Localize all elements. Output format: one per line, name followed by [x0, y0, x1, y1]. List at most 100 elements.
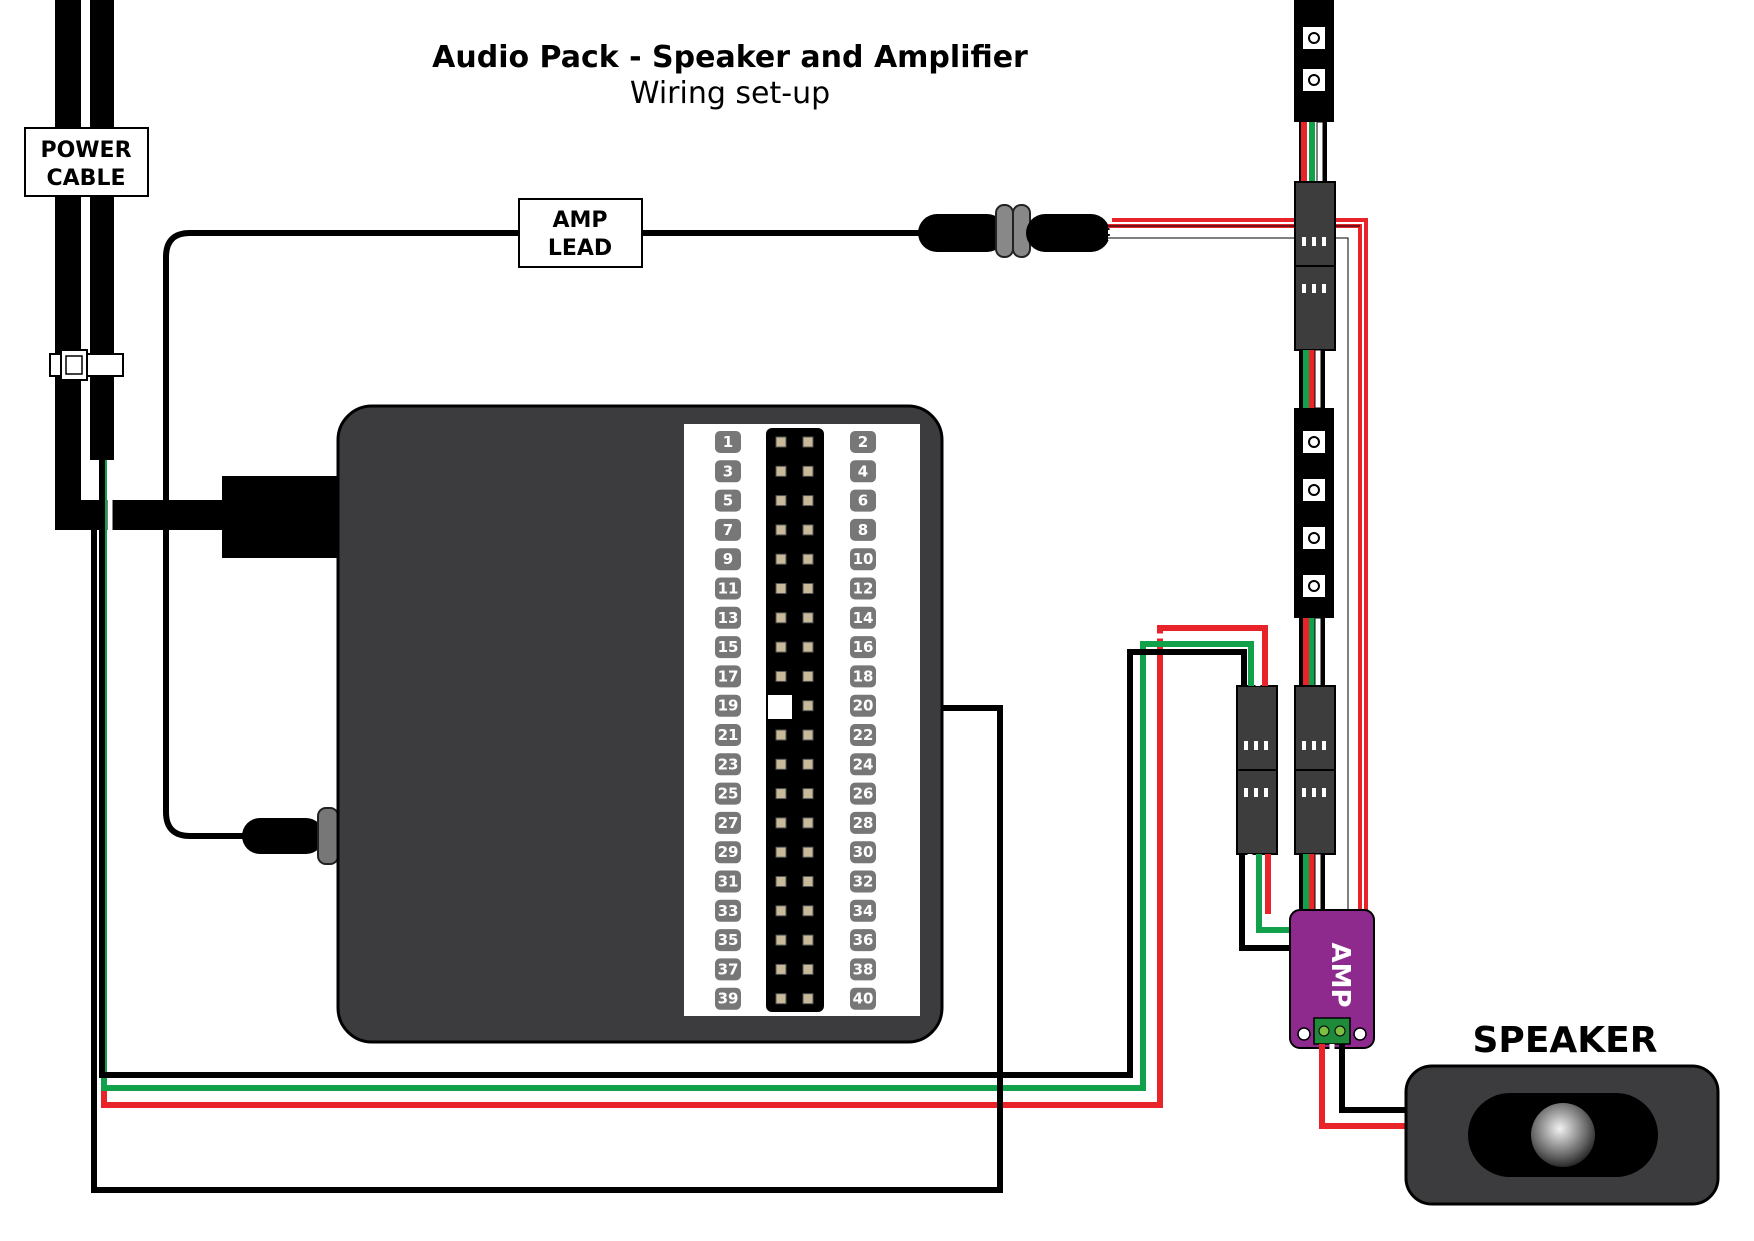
- gpio-pin-pad: [775, 524, 787, 536]
- gpio-pin-badge: [715, 782, 741, 805]
- gpio-pin-pad: [775, 436, 787, 448]
- gpio-pin-pad: [775, 876, 787, 887]
- gpio-pin-badge: [715, 431, 741, 453]
- gpio-pin-badge: [850, 489, 876, 512]
- gpio-pin-badge: [715, 577, 741, 600]
- gpio-pin-pad: [775, 846, 787, 858]
- gpio-pin-badge: [850, 811, 876, 834]
- diagram-subtitle: Wiring set-up: [630, 76, 830, 111]
- gpio-pin-badge: [715, 606, 741, 629]
- speaker: [1404, 1064, 1720, 1206]
- gpio-pin-pad: [775, 993, 787, 1005]
- power-cable-label-line1: POWER: [40, 138, 131, 163]
- amp-lead-label: AMP LEAD: [518, 198, 643, 268]
- gpio-pin-pad: [802, 670, 814, 682]
- gpio-pin-badge: [850, 958, 876, 981]
- gpio-pin-badge: [715, 665, 741, 688]
- gpio-pin-badge: [715, 724, 741, 746]
- gpio-pin-number: 6: [858, 492, 868, 510]
- gpio-pin-number: 21: [718, 726, 739, 744]
- gpio-pin-pad: [802, 963, 814, 975]
- gpio-pin-pad: [775, 729, 787, 741]
- gpio-pin-badge: [850, 782, 876, 805]
- gpio-pin-badge: [715, 489, 741, 512]
- gpio-pin-pad: [802, 465, 814, 477]
- gpio-pin-pad: [775, 553, 787, 565]
- gpio-pin-number: 9: [723, 550, 733, 568]
- gpio-pin-number: 16: [853, 638, 874, 656]
- gpio-pin-badge: [715, 518, 741, 541]
- led-strip: [1294, 0, 1336, 915]
- gpio-pin-number: 1: [723, 433, 733, 451]
- gpio-pin-pad: [802, 876, 814, 887]
- gpio-pin-pad: [775, 495, 787, 507]
- gpio-pin-number: 24: [853, 755, 874, 773]
- gpio-pin-badge: [715, 841, 741, 864]
- speaker-wires: [1319, 1044, 1408, 1129]
- gpio-pin-badge: [715, 899, 741, 922]
- gpio-pin-pad: [802, 524, 814, 536]
- power-cable: [55, 0, 345, 558]
- gpio-pin-pad: [802, 934, 814, 946]
- amp-lead-cable: [163, 230, 930, 865]
- gpio-pin-badge: [850, 431, 876, 453]
- gpio-pin-number: 14: [853, 609, 874, 627]
- pi-wire-connector: [1236, 685, 1278, 855]
- gpio-pin-badge: [850, 724, 876, 746]
- gpio-pin-number: 13: [718, 609, 739, 627]
- gpio-pin-pad: [775, 817, 787, 829]
- gpio-pin-pad: [775, 934, 787, 946]
- gpio-pin-number: 18: [853, 667, 874, 685]
- cable-clip: [49, 349, 124, 381]
- gpio-pin-badge: [850, 518, 876, 541]
- gpio-pin-badge: [715, 870, 741, 893]
- gpio-pin-badge: [850, 548, 876, 571]
- gpio-pin-pad: [802, 700, 814, 712]
- gpio-pin-pad: [802, 758, 814, 770]
- gpio-pin-pad: [775, 905, 787, 917]
- gpio-pin-pad: [775, 583, 787, 594]
- gpio-pin-number: 19: [718, 697, 739, 715]
- gpio-pin-badge: [715, 694, 741, 717]
- gpio-pin-badge: [715, 753, 741, 776]
- gpio-pin-number: 28: [853, 814, 874, 832]
- gpio-pin-badge: [715, 460, 741, 483]
- pi-signal-wires: [99, 460, 1268, 1108]
- gpio-pin-badge: [850, 606, 876, 629]
- gpio-pin-badge: [715, 636, 741, 659]
- gpio-pin-number: 23: [718, 755, 739, 773]
- gpio-pin-number: 3: [723, 462, 733, 480]
- gpio-pin-number: 35: [718, 931, 739, 949]
- gpio-pin-pad: [802, 436, 814, 448]
- gpio-pin-pad: [802, 641, 814, 653]
- gpio-pin-number: 12: [853, 580, 874, 598]
- gpio-pin-badge: [850, 899, 876, 922]
- gpio-pin-number: 2: [858, 433, 868, 451]
- amp-board-label: AMP: [1325, 942, 1355, 1007]
- gpio-pin-number: 36: [853, 931, 874, 949]
- gpio-pin-number: 33: [718, 902, 739, 920]
- audio-jack-coupler: [918, 204, 1110, 258]
- gpio-pin-pad: [775, 465, 787, 477]
- gpio-pin-number: 27: [718, 814, 739, 832]
- gpio-pin-pad: [802, 905, 814, 917]
- gpio-pin-badge: [850, 929, 876, 952]
- gpio-pin-pad: [802, 612, 814, 624]
- gpio-pin-pad: [802, 846, 814, 858]
- gpio-pin-number: 25: [718, 785, 739, 803]
- amp-lead-label-line2: LEAD: [548, 236, 612, 261]
- gpio-pin-pad: [775, 788, 787, 800]
- gpio-pin-pad: [802, 729, 814, 741]
- gpio-header-body: [766, 428, 824, 1012]
- gpio-pin-pad: [775, 963, 787, 975]
- gpio-pin-number: 5: [723, 492, 733, 510]
- gpio-pin-number: 37: [718, 960, 739, 978]
- gpio-pin-badge: [715, 811, 741, 834]
- gpio-pin-pad: [775, 670, 787, 682]
- gpio-pin-pad: [802, 495, 814, 507]
- gpio-pin-pad: [802, 993, 814, 1005]
- gpio-pin-badge: [850, 987, 876, 1010]
- connector-to-amp-wires: [1239, 854, 1290, 951]
- gpio-pin-number: 15: [718, 638, 739, 656]
- gpio-pin-number: 10: [853, 550, 874, 568]
